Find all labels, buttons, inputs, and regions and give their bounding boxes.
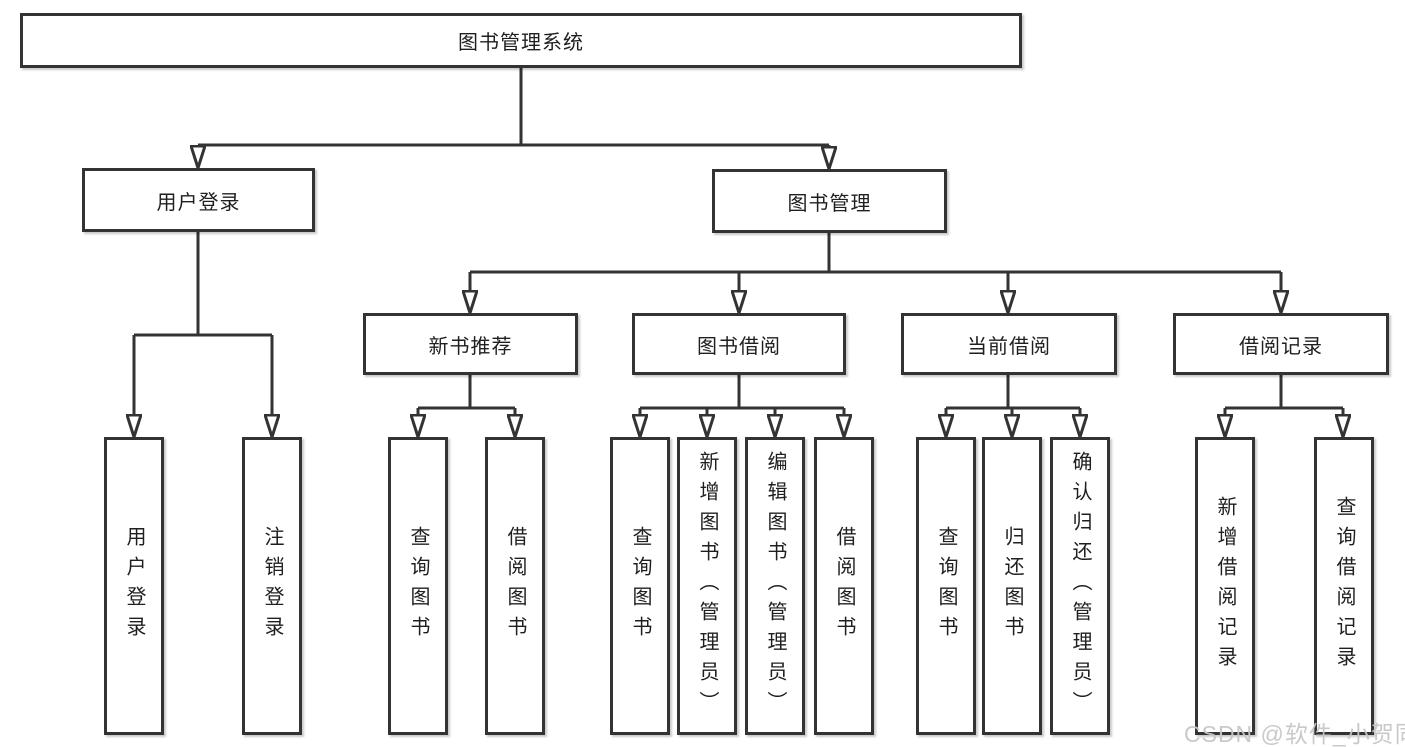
node-library-system: 图书管理系统 xyxy=(20,13,1022,68)
connector-root-to-level2 xyxy=(198,68,829,147)
leaf-borrow-books-recommend: 借阅图书 xyxy=(485,437,545,735)
leaf-edit-book-admin: 编辑图书（管理员） xyxy=(745,437,805,735)
leaf-add-book-admin: 新增图书（管理员） xyxy=(677,437,737,735)
node-label: 归还图书 xyxy=(1001,526,1023,646)
leaf-query-books-current: 查询图书 xyxy=(916,437,976,735)
leaf-borrow-books-borrow: 借阅图书 xyxy=(814,437,874,735)
node-label: 当前借阅 xyxy=(967,335,1051,358)
leaf-add-borrow-record: 新增借阅记录 xyxy=(1195,437,1255,735)
leaf-logout: 注销登录 xyxy=(242,437,302,735)
leaf-query-books-recommend: 查询图书 xyxy=(388,437,448,735)
node-label: 用户登录 xyxy=(156,191,241,214)
leaf-query-borrow-record: 查询借阅记录 xyxy=(1314,437,1374,735)
connector-current-borrow-children xyxy=(946,375,1080,415)
node-label: 图书管理系统 xyxy=(458,32,584,54)
node-label: 借阅图书 xyxy=(833,526,855,646)
node-label: 确认归还（管理员） xyxy=(1069,451,1091,721)
node-label: 新增图书（管理员） xyxy=(696,451,718,721)
leaf-return-book: 归还图书 xyxy=(982,437,1042,735)
node-current-borrow: 当前借阅 xyxy=(901,313,1117,375)
connector-user-login-children xyxy=(134,232,272,415)
node-new-book-recommend: 新书推荐 xyxy=(363,313,578,375)
connector-book-borrow-children xyxy=(640,375,844,415)
node-label: 借阅图书 xyxy=(504,526,526,646)
node-label: 用户登录 xyxy=(123,526,145,646)
node-label: 查询图书 xyxy=(629,526,651,646)
watermark: CSDN @软件_小贺同学 xyxy=(1184,721,1405,747)
node-label: 新增借阅记录 xyxy=(1214,496,1236,676)
node-label: 查询借阅记录 xyxy=(1333,496,1355,676)
node-borrow-records: 借阅记录 xyxy=(1173,313,1389,375)
connector-new-book-recommend-children xyxy=(418,375,515,415)
node-label: 图书借阅 xyxy=(697,335,781,358)
node-book-management: 图书管理 xyxy=(712,169,947,233)
node-label: 借阅记录 xyxy=(1239,335,1323,358)
node-label: 注销登录 xyxy=(261,526,283,646)
leaf-confirm-return-admin: 确认归还（管理员） xyxy=(1050,437,1110,735)
node-label: 查询图书 xyxy=(407,526,429,646)
leaf-query-books-borrow: 查询图书 xyxy=(610,437,670,735)
node-label: 图书管理 xyxy=(787,192,872,215)
node-label: 新书推荐 xyxy=(428,335,513,358)
node-book-borrow: 图书借阅 xyxy=(632,313,846,375)
node-label: 查询图书 xyxy=(935,526,957,646)
node-label: 编辑图书（管理员） xyxy=(764,451,786,721)
connector-borrow-records-children xyxy=(1225,375,1343,415)
node-user-login: 用户登录 xyxy=(82,168,315,232)
leaf-user-login: 用户登录 xyxy=(104,437,164,735)
connector-book-management-to-level3 xyxy=(470,233,1281,291)
